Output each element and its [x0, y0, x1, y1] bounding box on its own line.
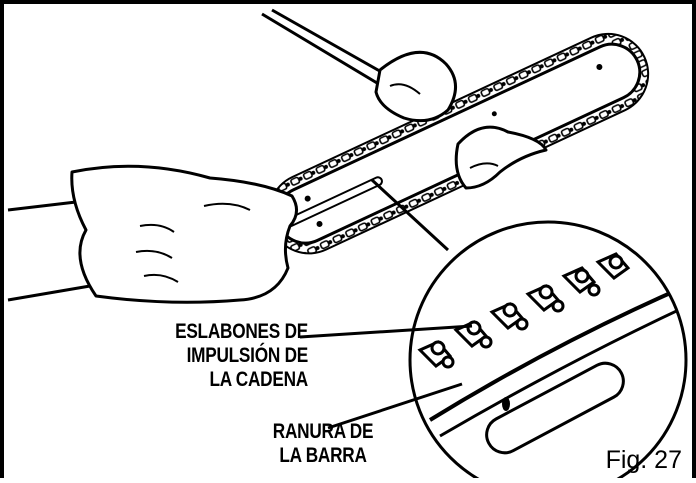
upper-sleeve-line — [261, 12, 383, 88]
zoom-leader-line — [370, 178, 450, 252]
bar-hole — [316, 220, 323, 227]
drive-links-label-line: ESLABONES DE — [175, 320, 308, 343]
zoom-circle-outline — [408, 220, 688, 483]
bar-groove-label: RANURA DE LA BARRA — [253, 420, 392, 468]
figure-caption: Fig. 27 — [605, 446, 682, 474]
zoom-bar-slot — [485, 361, 625, 455]
bar-groove-label-line: LA BARRA — [279, 444, 367, 467]
upper-glove — [374, 50, 457, 123]
zoom-bar-edge — [428, 278, 686, 422]
left-sleeve-line — [7, 200, 77, 212]
drive-links-label: ESLABONES DE IMPULSIÓN DE LA CADENA — [144, 320, 308, 392]
left-sleeve-line — [7, 284, 91, 302]
upper-sleeve-line — [271, 8, 393, 80]
drive-links-label-line: IMPULSIÓN DE — [186, 344, 309, 367]
left-hand — [7, 164, 298, 304]
zoom-bar-hole — [502, 397, 510, 411]
bar-groove-callout — [327, 382, 463, 430]
bar-groove-label-line: RANURA DE — [272, 420, 374, 443]
drive-links-callout — [299, 324, 473, 339]
upper-glove-thumb — [454, 125, 548, 190]
upper-hand — [261, 8, 548, 190]
zoom-detail — [408, 220, 688, 483]
left-glove — [70, 164, 298, 304]
bar-nose-rivet — [596, 63, 603, 70]
drive-links-label-line: LA CADENA — [209, 368, 308, 391]
zoom-bar-groove — [439, 298, 686, 438]
bar-rivet — [491, 111, 497, 117]
bar-hole — [304, 195, 311, 202]
